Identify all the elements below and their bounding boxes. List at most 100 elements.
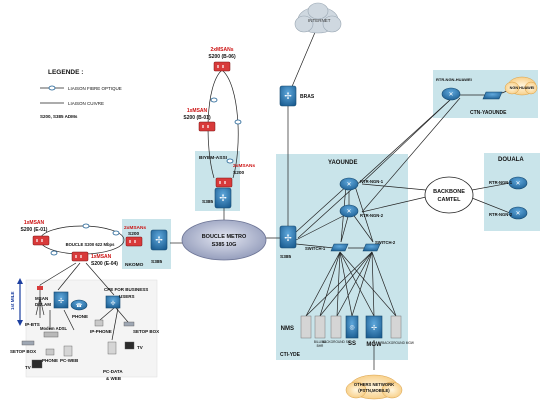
others-network-cloud <box>345 374 403 400</box>
msan-dslam-line1: MSAN <box>35 296 48 301</box>
douala-rtr-2 <box>508 206 528 220</box>
ctn-title: CTN-YAOUNDE <box>470 110 507 116</box>
links <box>39 29 515 370</box>
msan-e01-line2: S200 (E-01) <box>21 227 48 233</box>
rtr-huawei <box>441 87 461 101</box>
internet-cloud: INTERNET <box>294 2 342 34</box>
pc-web-device <box>63 345 73 357</box>
ss-label: SS <box>348 341 356 347</box>
svg-text:✕: ✕ <box>346 181 351 188</box>
metro-line1: BOUCLE METRO <box>202 234 247 240</box>
metro-ring: BOUCLE METRO S385 10G <box>181 219 267 261</box>
others-line1: OTHERS NETWORK <box>354 382 394 387</box>
svg-text:✕: ✕ <box>448 91 453 98</box>
switch-2 <box>362 243 381 252</box>
bk-mgw-label: BACKGROUND MGW <box>382 341 414 345</box>
yaounde-panel <box>276 154 408 360</box>
svg-text:✢: ✢ <box>155 236 163 246</box>
svg-text:✢: ✢ <box>284 92 292 102</box>
ctn-switch <box>482 91 503 100</box>
pc-data-line1: PC-DATA <box>103 369 123 374</box>
biyem-adm-label: S385 <box>202 199 214 205</box>
msan-dots <box>36 65 226 258</box>
ctn-rtr-label: RTR-NGN-HUAWEI <box>436 77 472 82</box>
modem-label: Modem ADSL <box>40 326 68 331</box>
msan-e04-line2: S200 (E-04) <box>91 261 118 267</box>
fiber-markers <box>50 97 242 256</box>
nkomo-adm-label: S385 <box>151 259 163 265</box>
switches <box>330 243 381 252</box>
msan-top-line2: S200 (B-06) <box>208 54 236 60</box>
rtr-ngn-1 <box>339 177 359 191</box>
pc-data-line2: & WEB <box>106 376 122 381</box>
rtr1-label: RTR-NGN-1 <box>360 179 384 184</box>
douala-rtr-1 <box>508 176 528 190</box>
switch2-label: SWITCH-2 <box>375 240 396 245</box>
first-mile-bracket <box>17 278 23 326</box>
setop-box-device <box>21 340 35 346</box>
biyem-adm: ✢ <box>214 187 232 209</box>
cpe-line1: CPE FOR BUSINESS <box>104 287 148 292</box>
pc-web-label: PC-WEB <box>60 358 79 363</box>
nms-server <box>300 315 312 339</box>
routers <box>339 87 528 220</box>
tv2-label: TV <box>137 345 143 350</box>
ngn-huawei-label: NGN HUAWEI <box>510 86 535 90</box>
phone-device: ☎ <box>70 299 88 311</box>
cpe-line2: USERS <box>119 294 135 299</box>
nkomo-adm: ✢ <box>150 229 168 251</box>
cti-label: CTI-YDE <box>280 352 301 358</box>
mgw-label: MGW <box>366 342 382 348</box>
billing-label-2: BHR <box>317 344 324 348</box>
legend-fiber: LIAISON FIBRE OPTIQUE <box>68 86 122 91</box>
biyem-line1: 2xMSANs <box>233 163 255 169</box>
pc-data-device <box>107 341 117 355</box>
svg-text:☎: ☎ <box>76 303 82 309</box>
background-mgw-server <box>390 315 402 339</box>
tv-device <box>31 359 43 369</box>
nkomo-line2: S200 <box>128 231 140 237</box>
ring-s200-label: BOUCLE S200 622 Mbps <box>66 242 116 247</box>
tv-label: TV <box>25 365 31 370</box>
svg-text:✕: ✕ <box>515 210 520 217</box>
bras-label: BRAS <box>300 94 315 100</box>
billing-server <box>314 315 326 339</box>
svg-text:✢: ✢ <box>58 297 64 305</box>
cpe-device: ✢ <box>105 295 121 309</box>
legend-copper: LIAISON CUIVRE <box>68 101 104 106</box>
servers <box>300 315 402 339</box>
douala-panel <box>484 153 540 231</box>
msan-e04-line1: 1xMSAN <box>91 254 112 260</box>
background-ss-server <box>330 315 342 339</box>
ss-device: ◎ <box>345 315 359 339</box>
backbone-line2: CAMTEL <box>438 197 462 203</box>
backbone-line1: BACKBONE <box>433 189 465 195</box>
switch1-label: SWITCH-1 <box>305 246 326 251</box>
internet-label: INTERNET <box>308 18 331 23</box>
bk-ss-label: BACKGROUND SS <box>322 340 350 344</box>
switch-1 <box>330 243 349 252</box>
biyem-title: BIYEM-ASSI <box>199 155 228 161</box>
first-mile-panel <box>25 279 158 378</box>
rtr2-label: RTR-NGN-2 <box>360 213 384 218</box>
billing-label: BILLING <box>314 340 327 344</box>
douala-rtr1-label: RTR-NGN-1 <box>489 180 513 185</box>
svg-text:✢: ✢ <box>110 300 115 307</box>
nkomo-line1: 2xMSANs <box>124 225 146 231</box>
msan-dslam-line2: DSLAM <box>35 302 51 307</box>
phone-label: PHONE <box>72 314 88 319</box>
yaounde-s385-label: S385 <box>280 254 292 260</box>
douala-rtr2-label: RTR-NGN-2 <box>489 212 513 217</box>
legend-adms: S200, S385 ADMs <box>40 114 78 119</box>
tv2-device <box>124 341 135 350</box>
msan-b01-line2: S200 (B-01) <box>183 115 211 121</box>
others-line2: (PSTN,MOBILE) <box>358 388 390 393</box>
setop-box2-device <box>123 321 135 327</box>
ngn-huawei-cloud <box>504 76 538 96</box>
rtr-ngn-2 <box>339 204 359 218</box>
douala-title: DOUALA <box>498 157 524 163</box>
msan-top-line1: 2xMSANs <box>210 47 233 53</box>
router-glyphs: ✕✕ ✕✕✕ <box>346 91 520 217</box>
setop-box2-label: SETOP BOX <box>133 329 159 334</box>
